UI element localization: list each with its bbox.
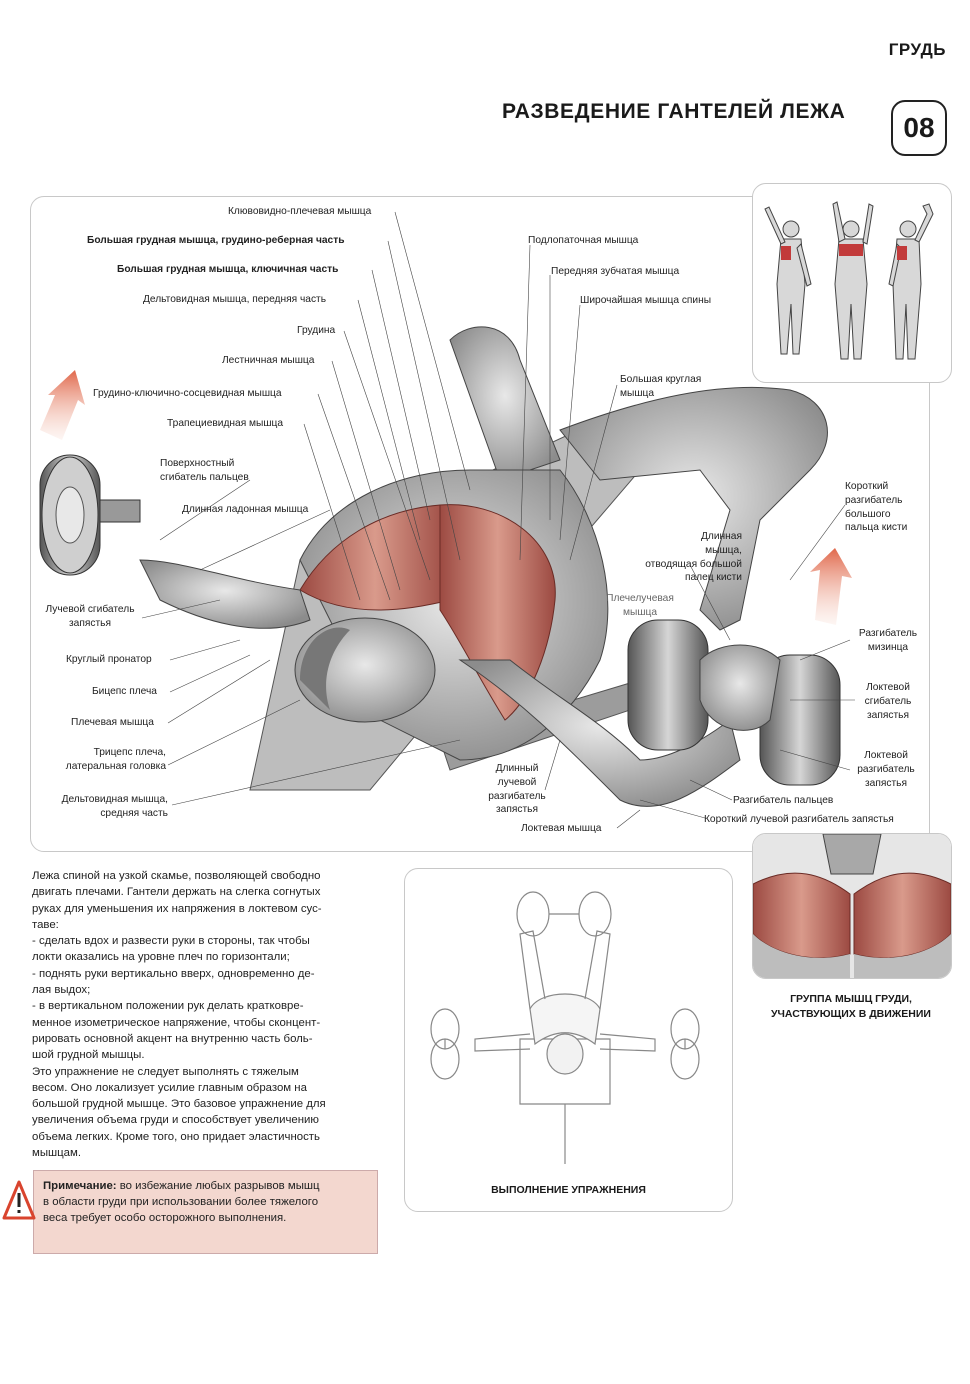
label-scm: Грудино-ключично-сосцевидная мышца <box>93 388 282 399</box>
label-pectoralis-clavicular: Большая грудная мышца, ключичная часть <box>117 264 339 275</box>
label-scalene: Лестничная мышца <box>222 355 315 366</box>
label-pronator: Круглый пронатор <box>66 654 152 665</box>
label-trapezius: Трапециевидная мышца <box>167 418 284 429</box>
label-sternum: Грудина <box>297 325 336 336</box>
label-ext-digitorum: Разгибатель пальцев <box>733 795 834 806</box>
warning-note-text: Примечание: во избежание любых разрывов … <box>43 1180 320 1225</box>
direction-arrow-left <box>40 370 85 440</box>
warning-icon <box>2 1180 36 1220</box>
label-latissimus: Широчайшая мышца спины <box>580 295 712 306</box>
label-serratus: Передняя зубчатая мышца <box>551 266 680 277</box>
execution-caption: ВЫПОЛНЕНИЕ УПРАЖНЕНИЯ <box>491 1184 646 1196</box>
label-subscapularis: Подлопаточная мышца <box>528 235 639 246</box>
pectoralis-right <box>439 504 556 721</box>
label-biceps: Бицепс плеча <box>92 686 157 697</box>
label-triceps-lateral: Трицепс плеча,латеральная головка <box>65 747 166 772</box>
movement-figures-panel <box>752 183 952 383</box>
page-title: РАЗВЕДЕНИЕ ГАНТЕЛЕЙ ЛЕЖА <box>502 100 846 123</box>
chest-muscle-group-panel <box>752 833 952 979</box>
main-illustration-frame <box>30 196 930 852</box>
label-palmaris: Длинная ладонная мышца <box>182 504 309 515</box>
label-pectoralis-sternal: Большая грудная мышца, грудино-реберная … <box>87 235 345 246</box>
execution-illustration <box>430 891 700 1164</box>
direction-arrow-right <box>810 548 852 625</box>
section-label: ГРУДЬ <box>888 40 946 59</box>
label-brachialis: Плечевая мышца <box>71 717 154 728</box>
label-anconeus: Локтевая мышца <box>521 823 602 834</box>
anatomy-illustration <box>39 211 855 829</box>
warning-note-box <box>33 1170 378 1254</box>
label-ext-carpi-rad-brevis: Короткий лучевой разгибатель запястья <box>704 814 894 825</box>
exercise-description: Лежа спиной на узкой скамье, позволяющей… <box>32 870 326 1160</box>
label-coracobrachialis: Клювовидно-плечевая мышца <box>228 206 372 217</box>
exercise-number-badge: 08 <box>891 100 947 156</box>
label-deltoid-mid: Дельтовидная мышца,средняя часть <box>61 794 168 819</box>
muscle-group-caption: ГРУППА МЫШЦ ГРУДИ,УЧАСТВУЮЩИХ В ДВИЖЕНИИ <box>771 993 931 1020</box>
chest-muscle-illustration <box>753 834 951 978</box>
execution-panel: ВЫПОЛНЕНИЕ УПРАЖНЕНИЯ <box>404 868 733 1212</box>
movement-figures-illustration <box>764 201 934 360</box>
label-deltoid-front: Дельтовидная мышца, передняя часть <box>143 294 327 305</box>
